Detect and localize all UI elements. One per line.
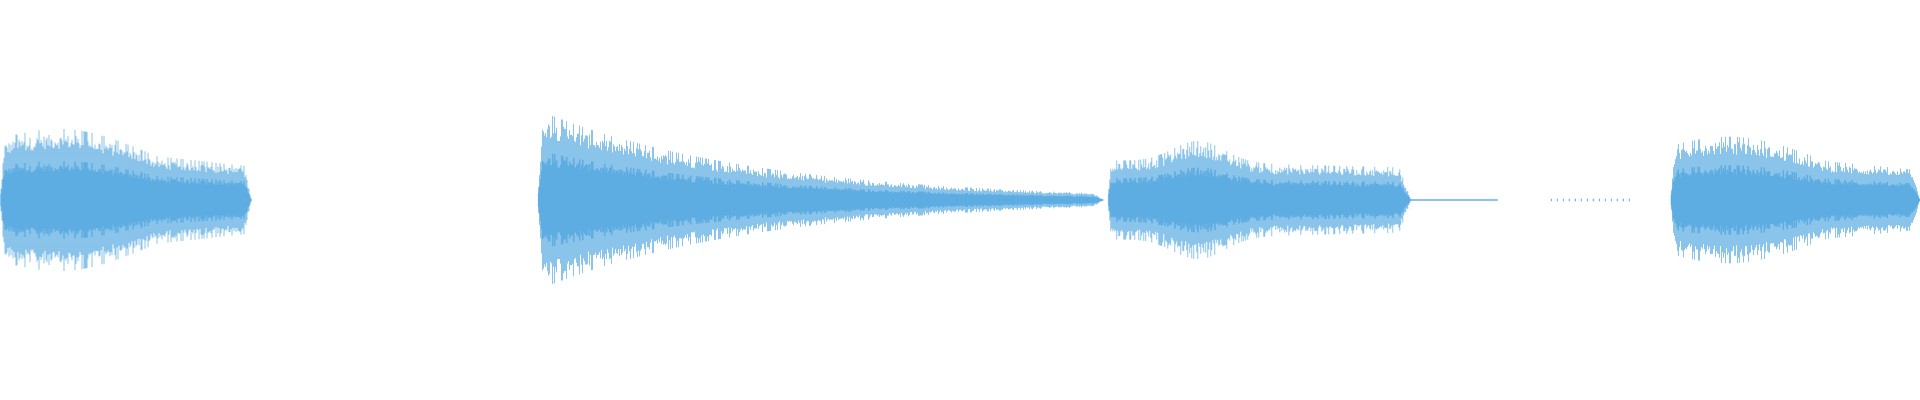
waveform-clip-clip-2[interactable]	[537, 116, 1105, 284]
waveform-clip-clip-5[interactable]	[1550, 198, 1630, 202]
waveform-body	[0, 161, 252, 239]
waveform-body	[537, 153, 1105, 247]
waveform-peaks	[1550, 198, 1630, 202]
waveform-clip-clip-3[interactable]	[1108, 141, 1412, 259]
waveform-body	[1108, 167, 1412, 233]
waveform-layer	[0, 116, 1920, 284]
waveform-peaks	[1410, 199, 1498, 201]
waveform-clip-clip-4[interactable]	[1410, 199, 1498, 201]
waveform-clip-clip-1[interactable]	[0, 129, 252, 271]
waveform-clip-clip-6[interactable]	[1670, 136, 1920, 264]
waveform-body	[1670, 165, 1920, 235]
